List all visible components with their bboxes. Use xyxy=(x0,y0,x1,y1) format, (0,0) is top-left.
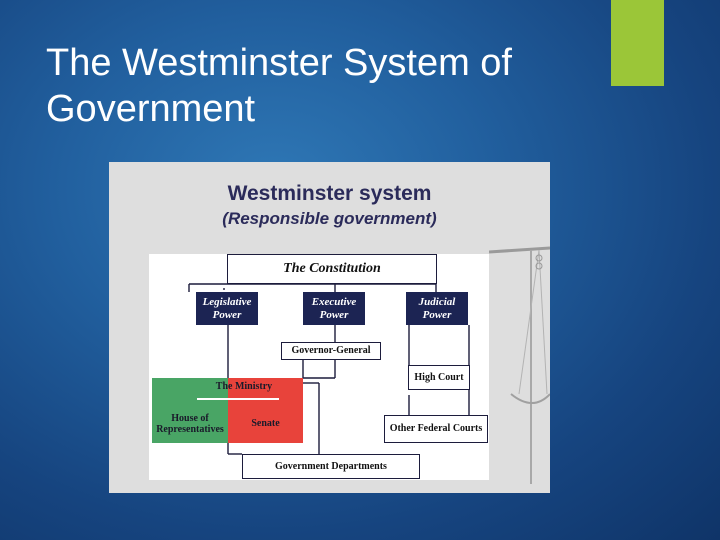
house-label-1: House of xyxy=(171,413,209,424)
government-departments-label: Government Departments xyxy=(275,460,387,472)
scales-of-justice-icon xyxy=(489,246,550,484)
the-ministry-label: The Ministry xyxy=(215,381,273,392)
constitution-label: The Constitution xyxy=(283,261,381,276)
diagram-subheading: (Responsible government) xyxy=(222,209,437,228)
executive-power-box: Executive Power xyxy=(303,292,365,325)
judicial-power-box: Judicial Power xyxy=(406,292,468,325)
diagram-heading: Westminster system xyxy=(227,182,432,205)
other-federal-courts-box: Other Federal Courts xyxy=(384,415,488,443)
legislative-label-1: Legislative xyxy=(202,295,252,308)
senate-block xyxy=(228,378,303,443)
westminster-diagram: Westminster system (Responsible governme… xyxy=(109,162,550,493)
constitution-box: The Constitution xyxy=(227,254,437,284)
judicial-label-1: Judicial xyxy=(418,295,456,308)
legislative-label-2: Power xyxy=(212,308,242,321)
title-line-1: The Westminster System of xyxy=(46,42,512,84)
high-court-box: High Court xyxy=(408,365,470,390)
high-court-label: High Court xyxy=(414,371,464,383)
accent-bar xyxy=(611,0,664,86)
slide-title: The Westminster System of Government xyxy=(46,40,586,132)
other-federal-courts-label: Other Federal Courts xyxy=(389,423,483,434)
connector-lines xyxy=(188,283,470,455)
governor-general-box: Governor-General xyxy=(281,342,381,360)
house-block xyxy=(152,378,228,443)
governor-general-label: Governor-General xyxy=(291,345,371,356)
executive-label-2: Power xyxy=(319,308,349,321)
title-line-2: Government xyxy=(46,88,256,130)
government-departments-box: Government Departments xyxy=(242,454,420,479)
house-label-2: Representatives xyxy=(156,424,224,435)
legislative-power-box: Legislative Power xyxy=(196,292,258,325)
executive-label-1: Executive xyxy=(311,295,357,308)
house-of-representatives-label: House of Representatives xyxy=(152,413,228,435)
judicial-label-2: Power xyxy=(422,308,452,321)
senate-label: Senate xyxy=(251,418,280,429)
